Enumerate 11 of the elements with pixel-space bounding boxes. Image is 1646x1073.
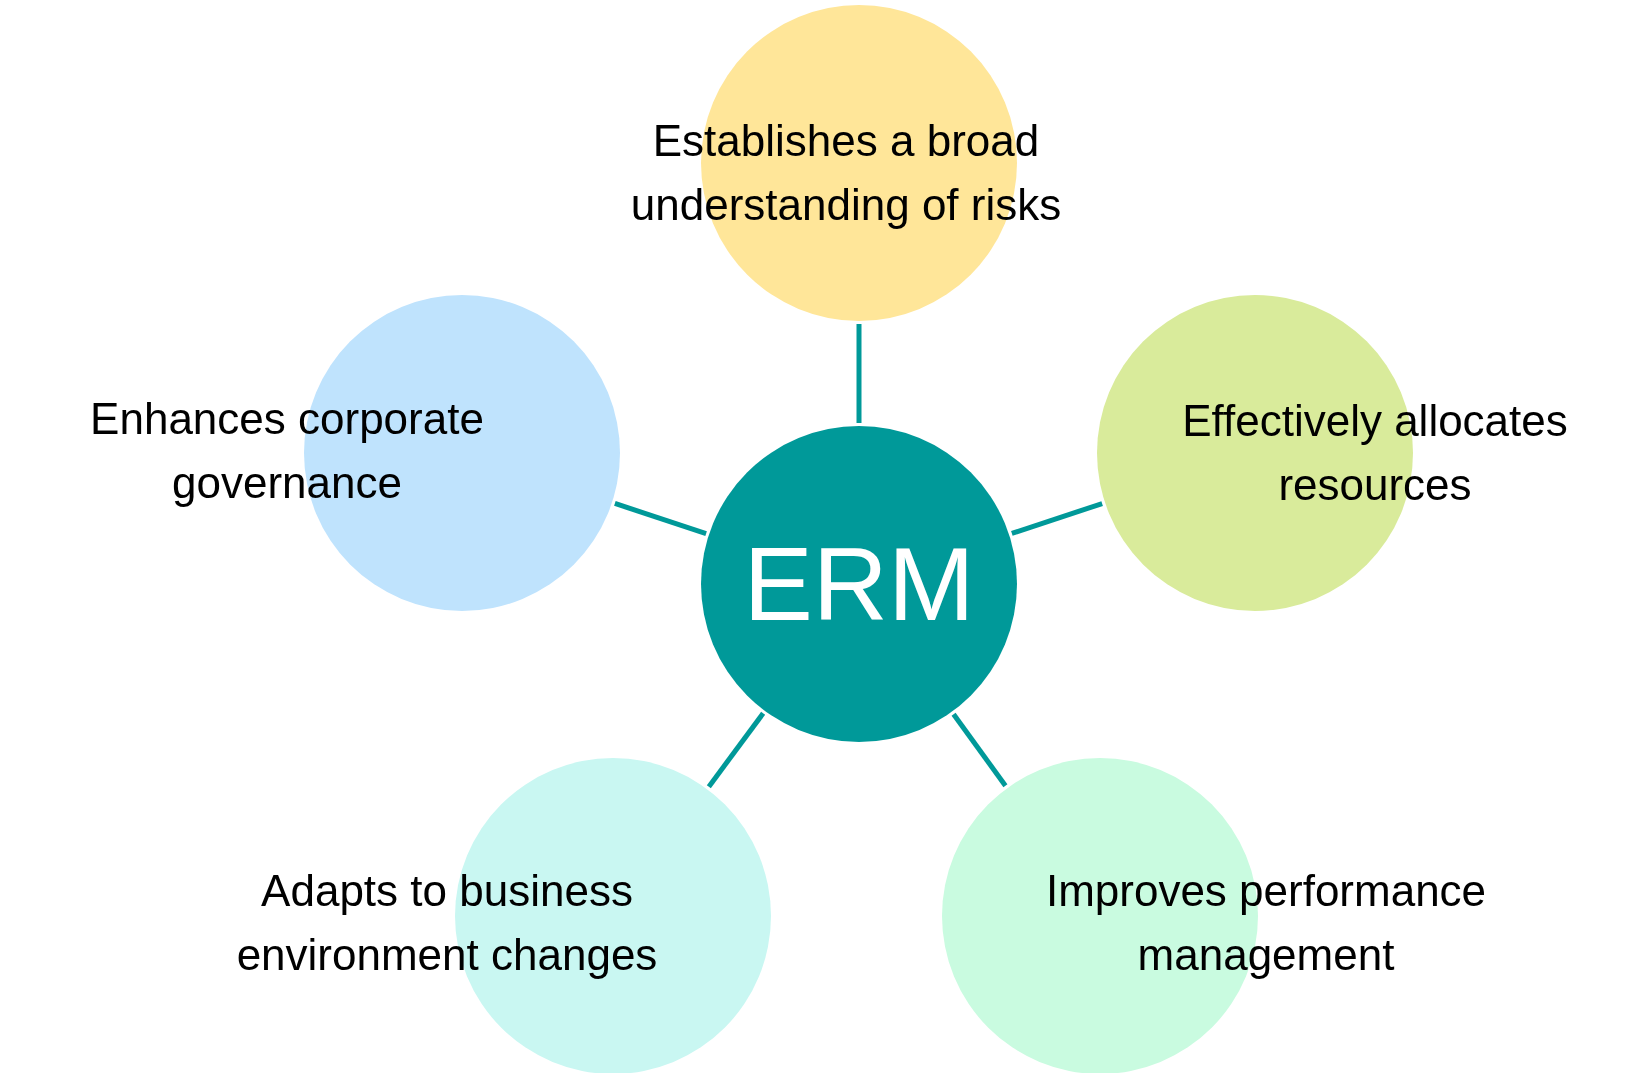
benefit-label: Enhances corporate governance: [89, 393, 485, 509]
benefit-label: Improves performance management: [1044, 865, 1488, 981]
benefit-label: Adapts to business environment changes: [235, 865, 659, 981]
connector-line: [706, 711, 766, 789]
benefit-label: Establishes a broad understanding of risks: [629, 115, 1063, 231]
center-title: ERM: [743, 532, 975, 636]
connector-line: [1011, 501, 1103, 536]
connector-line: [614, 501, 707, 536]
benefit-label: Effectively allocates resources: [1181, 395, 1569, 511]
connector-line: [856, 324, 862, 423]
connector-line: [951, 712, 1008, 788]
